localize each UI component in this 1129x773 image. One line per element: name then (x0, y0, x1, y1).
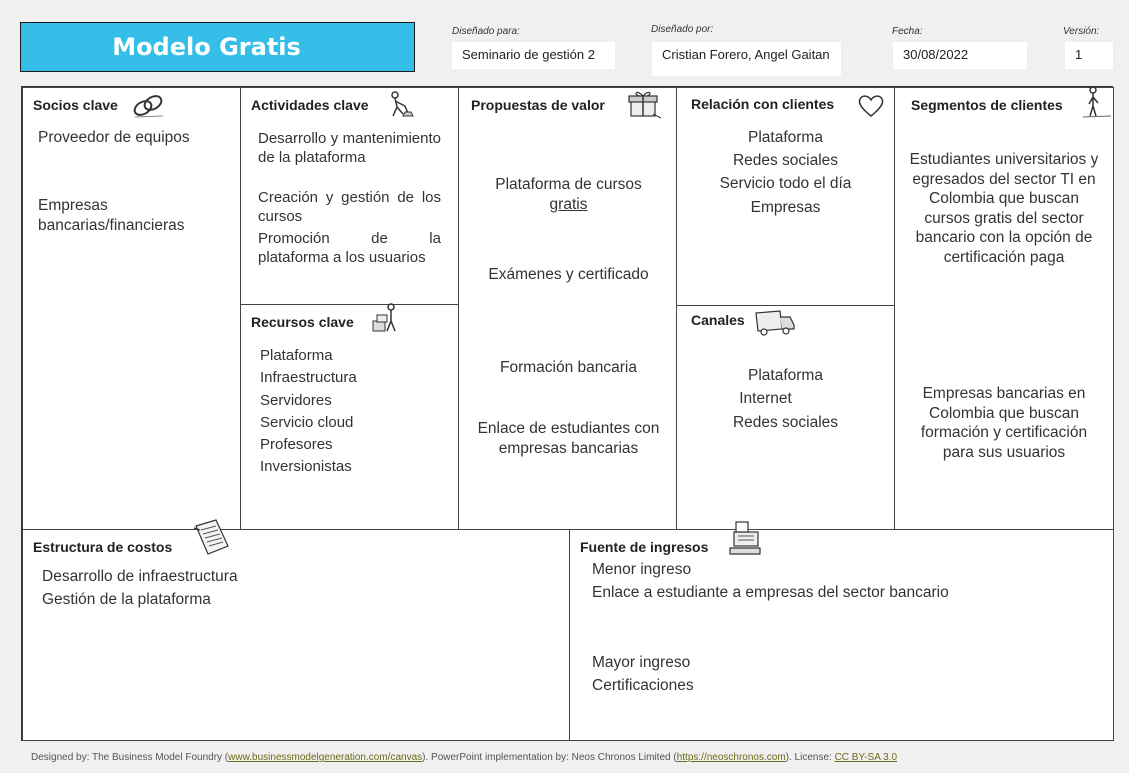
recursos-title: Recursos clave (251, 314, 354, 330)
delivery-truck-icon (755, 310, 795, 336)
cash-register-icon (729, 521, 761, 555)
propuestas-item-1-gratis: gratis (549, 196, 588, 213)
socios-item-2: Empresas bancarias/financieras (38, 197, 185, 234)
costos-item-2: Gestión de la plataforma (42, 591, 211, 608)
canales-item-3: Redes sociales (732, 414, 839, 431)
canales-item-2: Internet (739, 390, 792, 407)
recursos-item-3: Servidores (260, 392, 332, 409)
recursos-item-6: Inversionistas (260, 458, 352, 475)
title-banner: Modelo Gratis (20, 22, 415, 72)
relacion-item-2: Redes sociales (732, 152, 839, 169)
propuestas-item-1: Plataforma de cursos gratis (469, 175, 668, 215)
block-recursos-clave[interactable]: Recursos clave Plataforma Infraestructur… (240, 303, 459, 530)
recursos-item-5: Profesores (260, 436, 333, 453)
propuestas-item-1-text: Plataforma de cursos (495, 176, 642, 193)
date-label: Fecha: (892, 26, 923, 37)
designed-by-field[interactable]: Cristian Forero, Angel Gaitan (652, 42, 841, 76)
date-field[interactable]: 30/08/2022 (893, 42, 1027, 69)
footer-mid: ). PowerPoint implementation by: Neos Ch… (422, 752, 677, 763)
relacion-item-4: Empresas (750, 199, 821, 216)
price-tag-icon (193, 519, 229, 555)
propuestas-item-4: Enlace de estudiantes con empresas banca… (477, 420, 660, 457)
actividades-item-2: Creación y gestión de los cursos (258, 189, 441, 225)
person-working-icon (391, 91, 414, 117)
license-link[interactable]: CC BY-SA 3.0 (834, 752, 898, 763)
ingresos-title: Fuente de ingresos (580, 539, 709, 555)
worker-with-boxes-icon (372, 303, 396, 332)
actividades-title: Actividades clave (251, 97, 369, 113)
segmentos-item-1: Estudiantes universitarios y egresados d… (909, 151, 1099, 266)
designed-for-label: Diseñado para: (452, 26, 520, 37)
relacion-item-1: Plataforma (748, 129, 823, 146)
block-canales[interactable]: Canales Plataforma Internet Redes social… (676, 305, 895, 530)
footer-credits: Designed by: The Business Model Foundry … (31, 752, 897, 763)
version-field[interactable]: 1 (1065, 42, 1113, 69)
block-fuente-de-ingresos[interactable]: Fuente de ingresos Menor ingreso Enlace … (569, 521, 1114, 741)
propuestas-item-2: Exámenes y certificado (488, 266, 649, 283)
block-estructura-de-costos[interactable]: Estructura de costos Desarrollo de infra… (22, 519, 570, 741)
business-model-canvas: Socios clave Proveedor de equipos Empres… (21, 86, 1114, 741)
block-actividades-clave[interactable]: Actividades clave Desarrollo y mantenimi… (240, 87, 459, 305)
recursos-item-2: Infraestructura (260, 369, 357, 386)
costos-item-1: Desarrollo de infraestructura (42, 568, 238, 585)
segmentos-title: Segmentos de clientes (911, 97, 1063, 113)
page-title: Modelo Gratis (112, 33, 301, 61)
socios-title: Socios clave (33, 97, 118, 113)
chain-link-icon (133, 95, 164, 118)
designed-by-label: Diseñado por: (651, 24, 714, 35)
ingresos-item-4: Certificaciones (592, 677, 694, 694)
costos-title: Estructura de costos (33, 539, 173, 555)
version-label: Versión: (1063, 26, 1100, 37)
relacion-item-3: Servicio todo el día (719, 175, 852, 192)
footer-license-label: ). License: (785, 752, 835, 763)
recursos-item-1: Plataforma (260, 347, 333, 364)
actividades-item-1: Desarrollo y mantenimiento de la platafo… (258, 130, 441, 166)
relacion-title: Relación con clientes (691, 96, 835, 112)
ingresos-item-1: Menor ingreso (592, 561, 692, 578)
propuestas-item-3: Formación bancaria (500, 359, 637, 376)
canvas-link[interactable]: www.businessmodelgeneration.com/canvas (228, 752, 423, 763)
person-standing-icon (1082, 86, 1112, 118)
heart-icon (858, 95, 884, 117)
ingresos-item-3: Mayor ingreso (592, 654, 691, 671)
footer-prefix: Designed by: The Business Model Foundry … (31, 752, 229, 763)
ingresos-item-2: Enlace a estudiante a empresas del secto… (592, 584, 949, 601)
block-propuestas-de-valor[interactable]: Propuestas de valor Plataforma de cursos… (458, 87, 677, 530)
canales-item-1: Plataforma (748, 367, 823, 384)
actividades-item-3: Promoción de la plataforma a los usuario… (258, 230, 441, 266)
block-segmentos-de-clientes[interactable]: Segmentos de clientes Estudiantes univer… (894, 86, 1114, 530)
canales-title: Canales (691, 312, 745, 328)
recursos-item-4: Servicio cloud (260, 414, 354, 431)
segmentos-item-2: Empresas bancarias en Colombia que busca… (920, 385, 1088, 461)
designed-for-field[interactable]: Seminario de gestión 2 (452, 42, 615, 69)
block-relacion-con-clientes[interactable]: Relación con clientes Plataforma Redes s… (676, 87, 895, 306)
neoschronos-link[interactable]: https://neoschronos.com (676, 752, 786, 763)
gift-box-icon (628, 91, 662, 119)
block-socios-clave[interactable]: Socios clave Proveedor de equipos Empres… (22, 87, 241, 530)
propuestas-title: Propuestas de valor (471, 97, 605, 113)
socios-item-1: Proveedor de equipos (38, 129, 190, 146)
